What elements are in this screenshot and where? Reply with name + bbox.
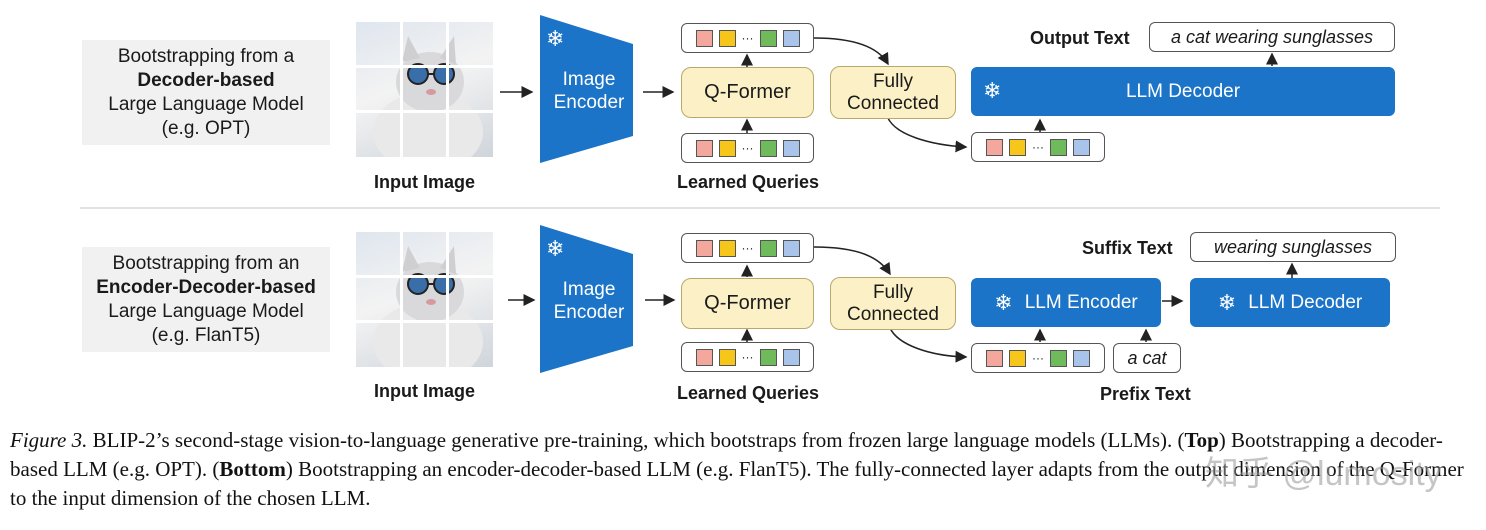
- bottom-llm-encoder: ❄ LLM Encoder: [971, 278, 1161, 327]
- bottom-image-encoder-shape: [540, 225, 633, 373]
- caption-part3: ) Bootstrapping an encoder-decoder-based…: [10, 457, 1464, 510]
- top-input-image: [356, 22, 493, 157]
- top-llm-decoder: ❄ LLM Decoder: [971, 67, 1395, 116]
- caption-part2: ) Bootstrapping a decoder-based LLM (e.g…: [10, 428, 1443, 481]
- bottom-input-image-label: Input Image: [373, 381, 475, 401]
- bottom-llm-decoder-label: LLM Decoder: [1248, 291, 1363, 313]
- top-image-encoder-line2: Encoder: [553, 92, 625, 113]
- bottom-desc-line4: (e.g. FlanT5): [151, 324, 261, 346]
- bottom-fc-line1: Fully: [872, 281, 914, 303]
- top-desc-line1: Bootstrapping from a: [117, 45, 295, 67]
- bottom-prefix-text: a cat: [1113, 343, 1181, 373]
- bottom-desc-line3: Large Language Model: [108, 300, 304, 322]
- bottom-input-image: [356, 232, 493, 367]
- top-image-encoder-line1: Image: [562, 69, 616, 90]
- top-llm-input-tokens: ···: [971, 132, 1105, 162]
- cat-illustration: [373, 246, 483, 367]
- top-fc-line2: Connected: [847, 92, 939, 114]
- top-fully-connected: Fully Connected: [830, 66, 956, 119]
- bottom-suffix-text-label: Suffix Text: [1082, 238, 1173, 258]
- bottom-llm-encoder-label: LLM Encoder: [1024, 291, 1138, 313]
- bottom-encoder-snowflake-icon: ❄: [546, 236, 565, 261]
- bottom-image-encoder-line2: Encoder: [553, 302, 625, 323]
- top-llm-decoder-label: LLM Decoder: [1125, 80, 1241, 102]
- figure-caption: Figure 3. BLIP-2’s second-stage vision-t…: [10, 426, 1476, 513]
- bottom-image-encoder-line1: Image: [562, 279, 616, 300]
- bottom-qformer: Q-Former: [681, 278, 814, 329]
- bottom-llm-encoder-snowflake-icon: ❄: [994, 289, 1013, 315]
- bottom-desc-line2: Encoder-Decoder-based: [96, 276, 316, 298]
- top-output-text: a cat wearing sunglasses: [1149, 22, 1395, 52]
- top-qformer: Q-Former: [681, 67, 814, 118]
- top-input-image-label: Input Image: [373, 172, 475, 192]
- bottom-image-encoder: Image Encoder: [544, 278, 634, 324]
- bottom-prefix-text-label: Prefix Text: [1100, 384, 1191, 404]
- top-learned-queries: ···: [681, 133, 814, 163]
- top-output-text-label: Output Text: [1030, 28, 1130, 48]
- top-desc-line2: Decoder-based: [137, 69, 275, 91]
- watermark: 知乎 @lumosity: [1205, 455, 1442, 493]
- bottom-suffix-text: wearing sunglasses: [1190, 232, 1396, 262]
- caption-bottom-word: Bottom: [219, 457, 286, 481]
- bottom-desc-line1: Bootstrapping from an: [112, 252, 300, 274]
- bottom-description: Bootstrapping from an Encoder-Decoder-ba…: [82, 247, 330, 352]
- bottom-qformer-label: Q-Former: [704, 292, 791, 314]
- caption-part1: BLIP-2’s second-stage vision-to-language…: [87, 428, 1185, 452]
- bottom-fully-connected: Fully Connected: [830, 277, 956, 330]
- bottom-qformer-output-tokens: ···: [681, 233, 814, 263]
- diagram-connectors: [80, 15, 1440, 373]
- top-llm-decoder-snowflake-icon: ❄: [983, 78, 1002, 103]
- bottom-llm-decoder-snowflake-icon: ❄: [1217, 289, 1237, 315]
- top-description: Bootstrapping from a Decoder-based Large…: [82, 40, 330, 145]
- top-desc-line3: Large Language Model: [108, 93, 304, 115]
- bottom-learned-queries-label: Learned Queries: [676, 383, 820, 403]
- top-encoder-snowflake-icon: ❄: [546, 26, 565, 51]
- bottom-llm-input-tokens: ···: [971, 343, 1105, 373]
- top-qformer-label: Q-Former: [704, 81, 791, 103]
- top-image-encoder-shape: [540, 15, 633, 163]
- caption-top-word: Top: [1184, 428, 1219, 452]
- caption-figure-label: Figure 3.: [10, 428, 88, 452]
- top-learned-queries-label: Learned Queries: [676, 172, 820, 192]
- bottom-learned-queries: ···: [681, 342, 814, 372]
- top-desc-line4: (e.g. OPT): [161, 117, 251, 139]
- bottom-fc-line2: Connected: [847, 303, 939, 325]
- top-qformer-output-tokens: ···: [681, 23, 814, 53]
- top-image-encoder: Image Encoder: [544, 68, 634, 114]
- top-fc-line1: Fully: [872, 70, 914, 92]
- bottom-llm-decoder: ❄ LLM Decoder: [1190, 278, 1390, 327]
